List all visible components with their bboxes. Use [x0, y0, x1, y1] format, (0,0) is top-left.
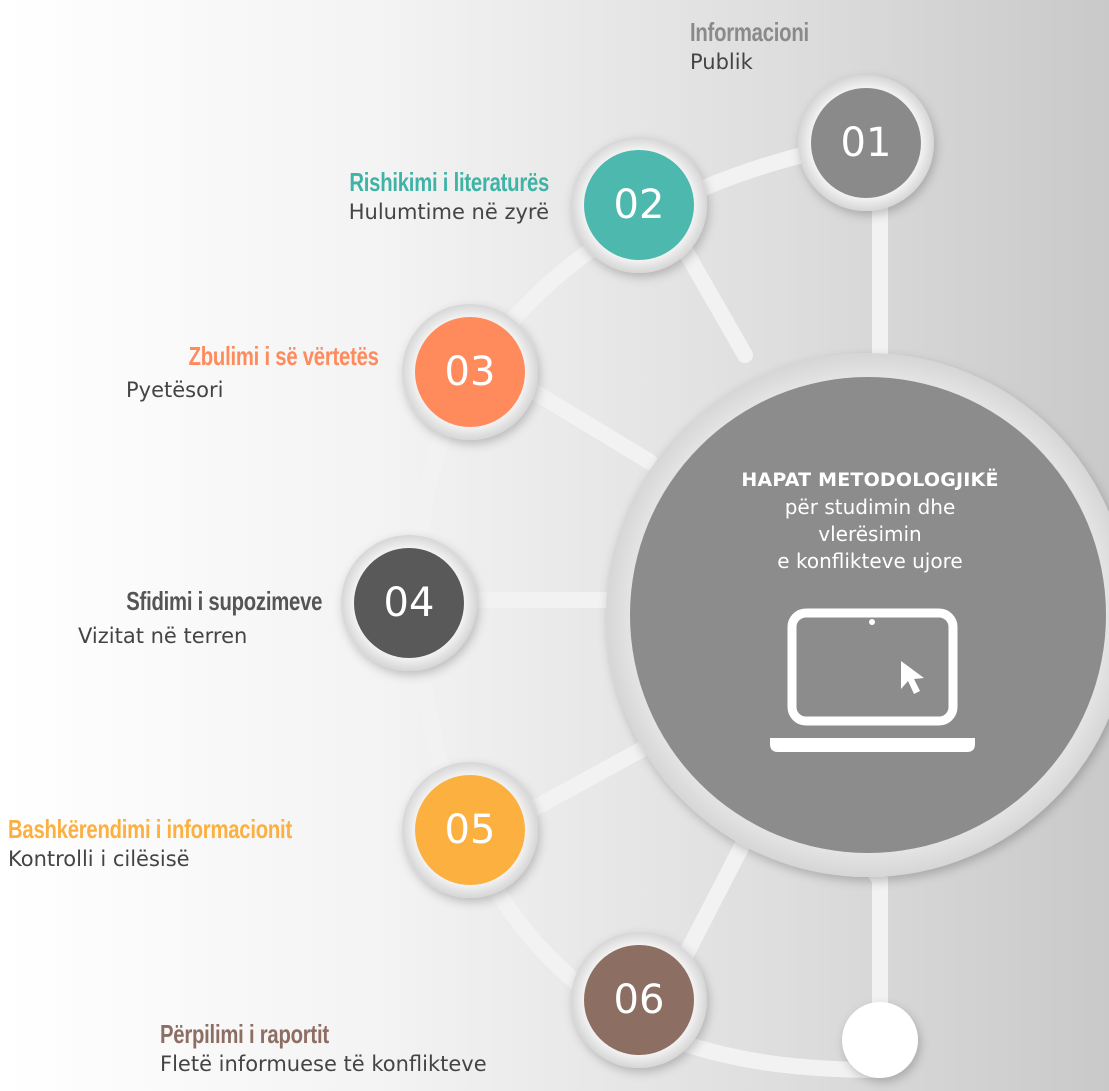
step-circle-02	[571, 137, 707, 273]
step-title-05: Bashkërendimi i informacionit	[8, 814, 292, 844]
step-label-04: Sfidimi i supozimeve	[71, 586, 322, 617]
step-title-02: Rishikimi i literaturës	[349, 167, 549, 197]
step-circle-03	[402, 304, 538, 440]
center-line-2: vlerësimin	[818, 521, 922, 546]
step-number-06: 06	[613, 977, 665, 1023]
step-label-01: Informacioni Publik	[690, 17, 842, 74]
center-text: HAPAT METODOLOGJIKË për studimin dhe vle…	[700, 468, 1040, 575]
step-label-04-sub: Vizitat në terren	[78, 622, 247, 648]
step-label-03-sub: Pyetësori	[126, 376, 223, 402]
center-line-1: për studimin dhe	[784, 494, 956, 519]
laptop-cursor-icon	[770, 608, 975, 752]
step-subtitle-03: Pyetësori	[126, 378, 224, 402]
step-number-02: 02	[613, 182, 665, 228]
step-label-03: Zbulimi i së vërtetës	[135, 341, 379, 372]
step-title-06: Përpilimi i raportit	[160, 1019, 329, 1049]
step-subtitle-06: Fletë informuese të konflikteve	[160, 1051, 487, 1076]
center-heading: HAPAT METODOLOGJIKË	[741, 469, 999, 491]
step-number-05: 05	[444, 807, 496, 853]
step-circle-06	[571, 932, 707, 1068]
step-title-01: Informacioni	[690, 17, 809, 47]
step-circles	[341, 75, 934, 1068]
step-subtitle-01: Publik	[690, 49, 753, 74]
center-line-3: e konflikteve ujore	[777, 548, 963, 573]
end-dot	[842, 1002, 918, 1078]
step-label-05: Bashkërendimi i informacionit Kontrolli …	[8, 814, 372, 871]
step-number-03: 03	[444, 349, 496, 395]
step-title-04: Sfidimi i supozimeve	[126, 586, 322, 616]
step-number-01: 01	[840, 120, 892, 166]
step-subtitle-05: Kontrolli i cilësisë	[8, 846, 190, 871]
step-subtitle-02: Hulumtime në zyrë	[348, 199, 549, 224]
step-circle-04	[341, 535, 477, 671]
step-circle-01	[798, 75, 934, 211]
step-title-03: Zbulimi i së vërtetës	[188, 341, 379, 371]
step-number-04: 04	[383, 580, 435, 626]
step-label-06: Përpilimi i raportit Fletë informuese të…	[160, 1019, 487, 1076]
step-circle-05	[402, 762, 538, 898]
step-subtitle-04: Vizitat në terren	[78, 624, 248, 648]
step-label-02: Rishikimi i literaturës Hulumtime në zyr…	[293, 167, 550, 224]
